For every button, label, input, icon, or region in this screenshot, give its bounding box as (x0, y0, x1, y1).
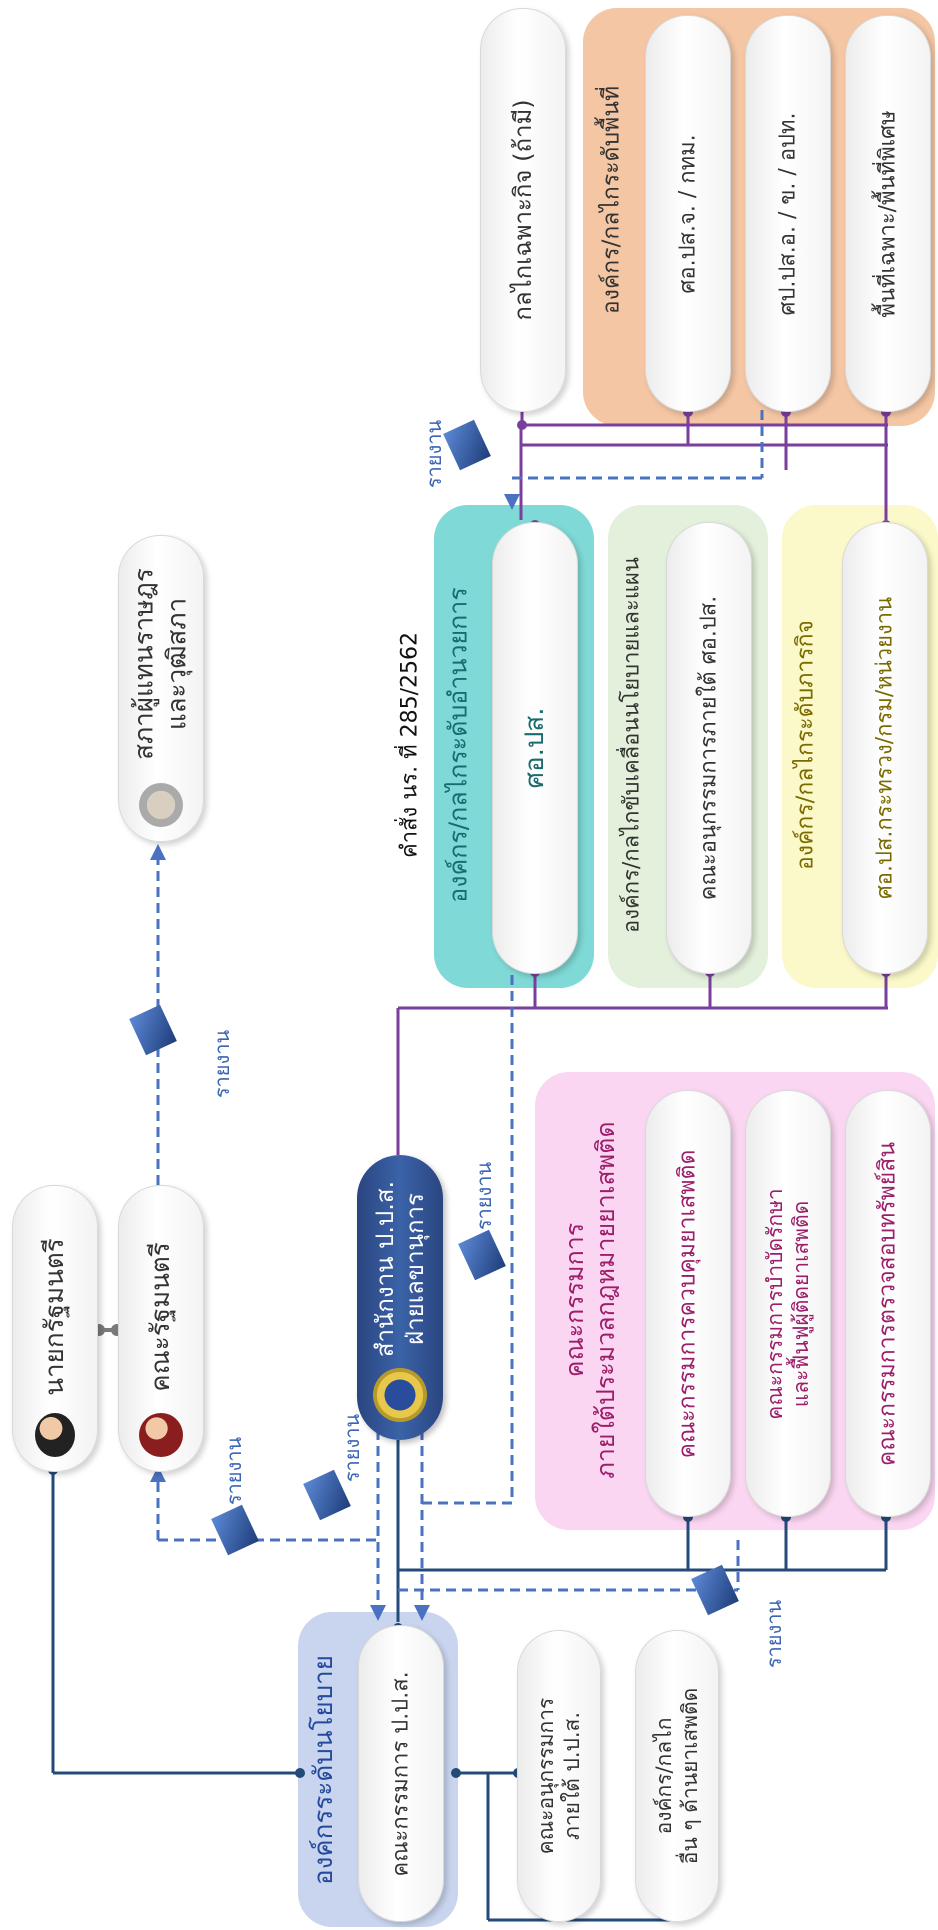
area-title: องค์กร/กลไกระดับพื้นที่ (598, 85, 625, 315)
purple-connectors (396, 410, 888, 1155)
office-seal-icon (373, 1368, 427, 1422)
report-label-cabinet: รายงาน (222, 1436, 247, 1506)
navy-connectors (51, 1440, 888, 1922)
policy-other-box: องค์กร/กลไก อื่น ๆ ด้านยาเสพติด (635, 1630, 719, 1922)
command-unit-box: ศอ.ปส. (492, 522, 578, 974)
parliament-box: สภาผู้แทนราษฎร และวุฒิสภา (118, 535, 204, 842)
committee-1-label: คณะกรรมการควบคุมยาเสพติด (674, 1149, 701, 1458)
committee-2-line2: และฟื้นฟูผู้ติดยาเสพติด (789, 1200, 813, 1407)
policy-other-line1: องค์กร/กลไก (651, 1717, 676, 1835)
committee-1-box: คณะกรรมการควบคุมยาเสพติด (645, 1090, 731, 1517)
policy-other-label: องค์กร/กลไก อื่น ๆ ด้านยาเสพติด (651, 1688, 704, 1865)
drive-unit-label: คณะอนุกรรมการภายใต้ ศอ.ปส. (696, 595, 722, 901)
report-label-committees: รายงาน (762, 1599, 787, 1669)
cabinet-box: คณะรัฐมนตรี (118, 1185, 204, 1472)
area-unit-3-label: พื้นที่เฉพาะ/พื้นที่พิเศษ (875, 109, 901, 318)
report-dashes (156, 410, 764, 1605)
command-title: องค์กร/กลไกระดับอำนวยการ (443, 587, 473, 903)
area-unit-3-box: พื้นที่เฉพาะ/พื้นที่พิเศษ (845, 15, 931, 412)
area-unit-1-label: ศอ.ปส.จ. / กทม. (675, 133, 701, 294)
policy-title: องค์กรระดับนโยบาย (308, 1654, 339, 1886)
policy-sub-label: คณะอนุกรรมการ ภายใต้ ป.ป.ส. (533, 1698, 586, 1855)
policy-other-line2: อื่น ๆ ด้านยาเสพติด (678, 1687, 702, 1865)
report-label-office-left: รายงาน (340, 1413, 365, 1483)
policy-board-label: คณะกรรมการ ป.ป.ส. (388, 1670, 414, 1877)
committees-title: คณะกรรมการ ภายใต้ประมวลกฎหมายยาเสพติด (559, 1121, 622, 1478)
report-label-parliament: รายงาน (210, 1029, 235, 1099)
office-line1: สำนักงาน ป.ป.ส. (371, 1180, 399, 1358)
person-icon (35, 1413, 75, 1457)
prime-minister-box: นายกรัฐมนตรี (12, 1185, 98, 1472)
mission-unit-box: ศอ.ปส.กระทรวง/กรม/หน่วยงาน (842, 522, 928, 974)
committee-2-line1: คณะกรรมการบำบัดรักษา (762, 1187, 787, 1420)
command-unit-label: ศอ.ปส. (519, 707, 550, 789)
committee-3-label: คณะกรรมการตรวจสอบทรัพย์สิน (874, 1141, 901, 1466)
office-box: สำนักงาน ป.ป.ส. ฝ่ายเลขานุการ (357, 1155, 443, 1440)
policy-sub-line1: คณะอนุกรรมการ (533, 1697, 558, 1855)
special-unit-label: กลไกเฉพาะกิจ (ถ้ามี) (509, 99, 537, 321)
committees-title-line2: ภายใต้ประมวลกฎหมายยาเสพติด (591, 1121, 620, 1479)
parliament-label: สภาผู้แทนราษฎร และวุฒิสภา (129, 568, 194, 760)
special-unit-box: กลไกเฉพาะกิจ (ถ้ามี) (480, 8, 566, 412)
committees-title-line1: คณะกรรมการ (559, 1222, 589, 1378)
area-unit-2-label: ศป.ปส.อ. / ข. / อปท. (775, 111, 801, 316)
office-label: สำนักงาน ป.ป.ส. ฝ่ายเลขานุการ (370, 1181, 430, 1357)
drive-title: องค์กร/กลไกขับเคลื่อนนโยบายและแผน (619, 557, 645, 933)
drive-unit-box: คณะอนุกรรมการภายใต้ ศอ.ปส. (666, 522, 752, 974)
parliament-line2: และวุฒิสภา (162, 597, 192, 731)
area-unit-2-box: ศป.ปส.อ. / ข. / อปท. (745, 15, 831, 412)
parliament-line1: สภาผู้แทนราษฎร (129, 568, 160, 760)
mission-title: องค์กร/กลไกระดับภารกิจ (792, 619, 819, 871)
prime-minister-label: นายกรัฐมนตรี (39, 1238, 70, 1396)
report-label-command: รายงาน (422, 419, 447, 489)
committee-3-box: คณะกรรมการตรวจสอบทรัพย์สิน (845, 1090, 931, 1517)
group-icon (139, 1413, 183, 1457)
area-unit-1-box: ศอ.ปส.จ. / กทม. (645, 15, 731, 412)
committee-2-label: คณะกรรมการบำบัดรักษา และฟื้นฟูผู้ติดยาเส… (762, 1188, 815, 1419)
mission-unit-label: ศอ.ปส.กระทรวง/กรม/หน่วยงาน (872, 596, 898, 900)
cabinet-label: คณะรัฐมนตรี (145, 1242, 176, 1392)
order-text: คำสั่ง นร. ที่ 285/2562 (397, 632, 423, 858)
parliament-building-icon (139, 783, 183, 827)
policy-sub-line2: ภายใต้ ป.ป.ส. (560, 1712, 584, 1841)
office-line2: ฝ่ายเลขานุการ (401, 1193, 429, 1345)
policy-board-box: คณะกรรมการ ป.ป.ส. (358, 1625, 444, 1922)
policy-sub-box: คณะอนุกรรมการ ภายใต้ ป.ป.ส. (517, 1630, 601, 1922)
report-label-office-right: รายงาน (472, 1161, 497, 1231)
committee-2-box: คณะกรรมการบำบัดรักษา และฟื้นฟูผู้ติดยาเส… (745, 1090, 831, 1517)
